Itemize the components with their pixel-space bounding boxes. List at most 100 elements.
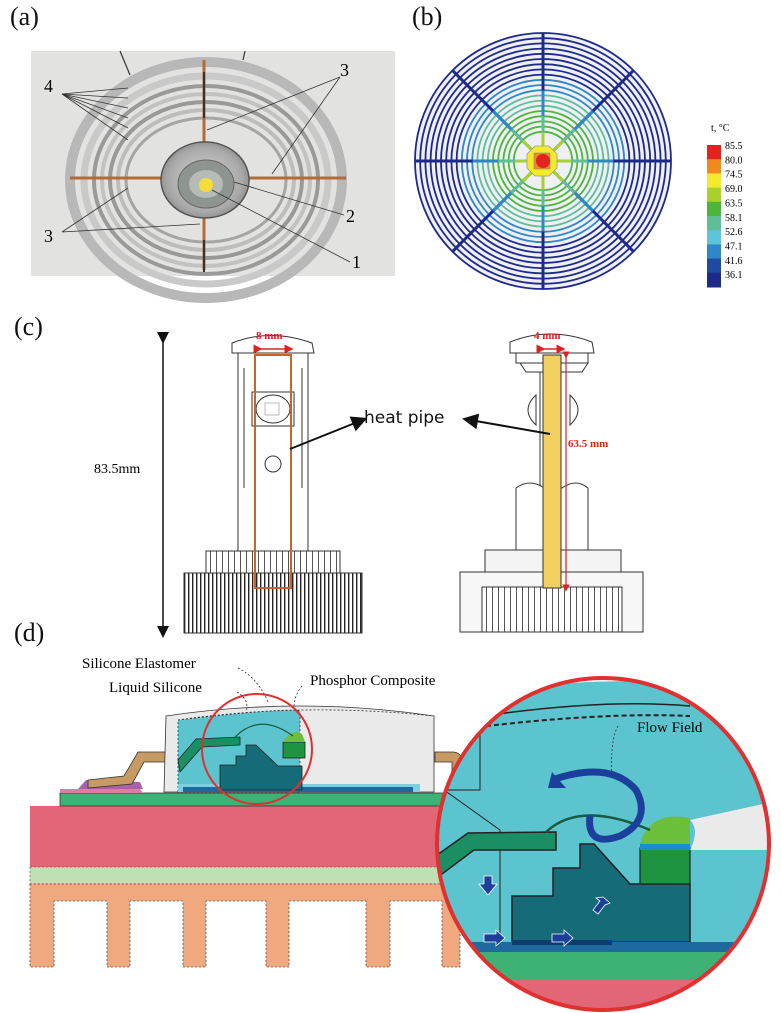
thermal-spoke (522, 140, 545, 163)
thermal-spoke (541, 140, 564, 163)
thermal-spoke (541, 159, 635, 253)
thermal-ring (434, 52, 652, 270)
legend-swatch (707, 244, 721, 260)
thermal-spoke (492, 110, 545, 163)
photo-background (31, 51, 395, 276)
callout-4: 4 (44, 76, 53, 96)
legend-tick-label: 41.6 (725, 256, 743, 267)
legend-tick-label: 58.1 (725, 213, 743, 224)
callout-1: 1 (352, 252, 361, 272)
label-silicone-elastomer: Silicone Elastomer (82, 656, 196, 672)
magnifier-source-circle (201, 693, 313, 805)
thermal-ring (424, 42, 662, 280)
legend-swatch (707, 187, 721, 203)
chip (282, 741, 306, 759)
thermal-ring (419, 37, 667, 285)
callout-3-top: 3 (340, 60, 349, 80)
thermal-spoke (451, 69, 545, 163)
legend-swatch (707, 173, 721, 189)
thermal-spoke (510, 128, 545, 163)
left-lamp-drawing (183, 335, 363, 634)
legend-tick-label: 63.5 (725, 198, 743, 209)
thermal-spoke (541, 159, 576, 194)
thermal-ring (414, 32, 672, 290)
flow-arrow-right-1 (483, 929, 506, 947)
left-lead (87, 751, 177, 789)
thermal-ring (429, 47, 657, 275)
width-4mm-label: 4 mm (534, 330, 561, 342)
heat-pipe-fill (542, 354, 562, 589)
thermal-spokes (415, 33, 671, 289)
thermal-spoke (541, 128, 576, 163)
pcb-layer (59, 792, 461, 807)
legend-tick-label: 74.5 (725, 170, 743, 181)
thermal-ring (481, 99, 605, 223)
thermal-spoke (510, 159, 545, 194)
tim-layer (29, 866, 461, 885)
panel-label-b: (b) (412, 2, 443, 31)
legend-title: t, °C (711, 123, 730, 134)
legend-swatch (707, 216, 721, 231)
liquid-silicone (177, 709, 301, 793)
solder-pad (78, 780, 143, 789)
label-liquid-silicone: Liquid Silicone (109, 680, 202, 696)
thermal-ring (476, 94, 610, 228)
legend-tick-label: 52.6 (725, 227, 743, 238)
thermal-spoke (541, 69, 635, 163)
panel-label-d: (d) (14, 618, 45, 647)
legend-swatch (707, 230, 721, 245)
magnified-chip (639, 847, 691, 885)
heat-pipe-outline (254, 354, 292, 589)
legend-tick-label: 69.0 (725, 184, 743, 195)
callout-2: 2 (346, 206, 355, 226)
thermal-rings (414, 32, 672, 290)
thermal-ring (492, 110, 594, 212)
lamp-body (160, 141, 250, 219)
flow-arrow-right-2 (551, 929, 574, 947)
magnified-bond-wire (545, 814, 651, 833)
thermal-ring (455, 73, 631, 249)
colorbar-legend: 85.580.074.569.063.558.152.647.141.636.1 (707, 141, 743, 288)
thermal-spoke (522, 159, 545, 182)
flow-arrow-diag (592, 896, 611, 915)
thermal-spoke (541, 110, 594, 163)
legend-swatch (707, 159, 721, 174)
thermal-ring (450, 68, 636, 254)
die-stack (219, 744, 303, 791)
thermal-spoke (492, 159, 545, 212)
phosphor-dome (283, 732, 305, 742)
callout-3-bottom: 3 (44, 226, 53, 246)
magnified-view (437, 678, 769, 1010)
legend-tick-label: 47.1 (725, 241, 743, 252)
width-8mm-label: 8 mm (256, 330, 283, 342)
heat-pipe-label: heat pipe (364, 408, 445, 428)
height-label: 83.5mm (94, 462, 141, 477)
thermal-ring (445, 63, 641, 259)
legend-swatch (707, 258, 721, 274)
copper-heat-pipes (70, 60, 346, 270)
right-lead (434, 751, 463, 791)
thermal-ring (507, 125, 579, 197)
heat-pipe-pointer-left (289, 416, 368, 450)
heat-pipe-pointer-right (462, 413, 551, 435)
legend-swatch (707, 145, 721, 160)
legend-tick-label: 80.0 (725, 155, 743, 166)
substrate-layer (30, 806, 460, 867)
thermal-spoke (541, 159, 594, 212)
panel-label-a: (a) (10, 2, 39, 31)
callout-lines (61, 76, 351, 263)
thermal-ring (497, 115, 589, 207)
panel-label-c: (c) (14, 312, 43, 341)
thermal-spoke (541, 159, 564, 182)
led-chip (199, 178, 213, 192)
pipe-length-label: 63.5 mm (568, 438, 609, 450)
magnified-phosphor (640, 816, 690, 844)
thermal-spoke (451, 159, 545, 253)
legend-tick-label: 36.1 (725, 270, 743, 281)
magnified-die-stack (511, 843, 691, 943)
right-lamp-drawing (459, 333, 644, 633)
thermal-ring (460, 78, 626, 244)
